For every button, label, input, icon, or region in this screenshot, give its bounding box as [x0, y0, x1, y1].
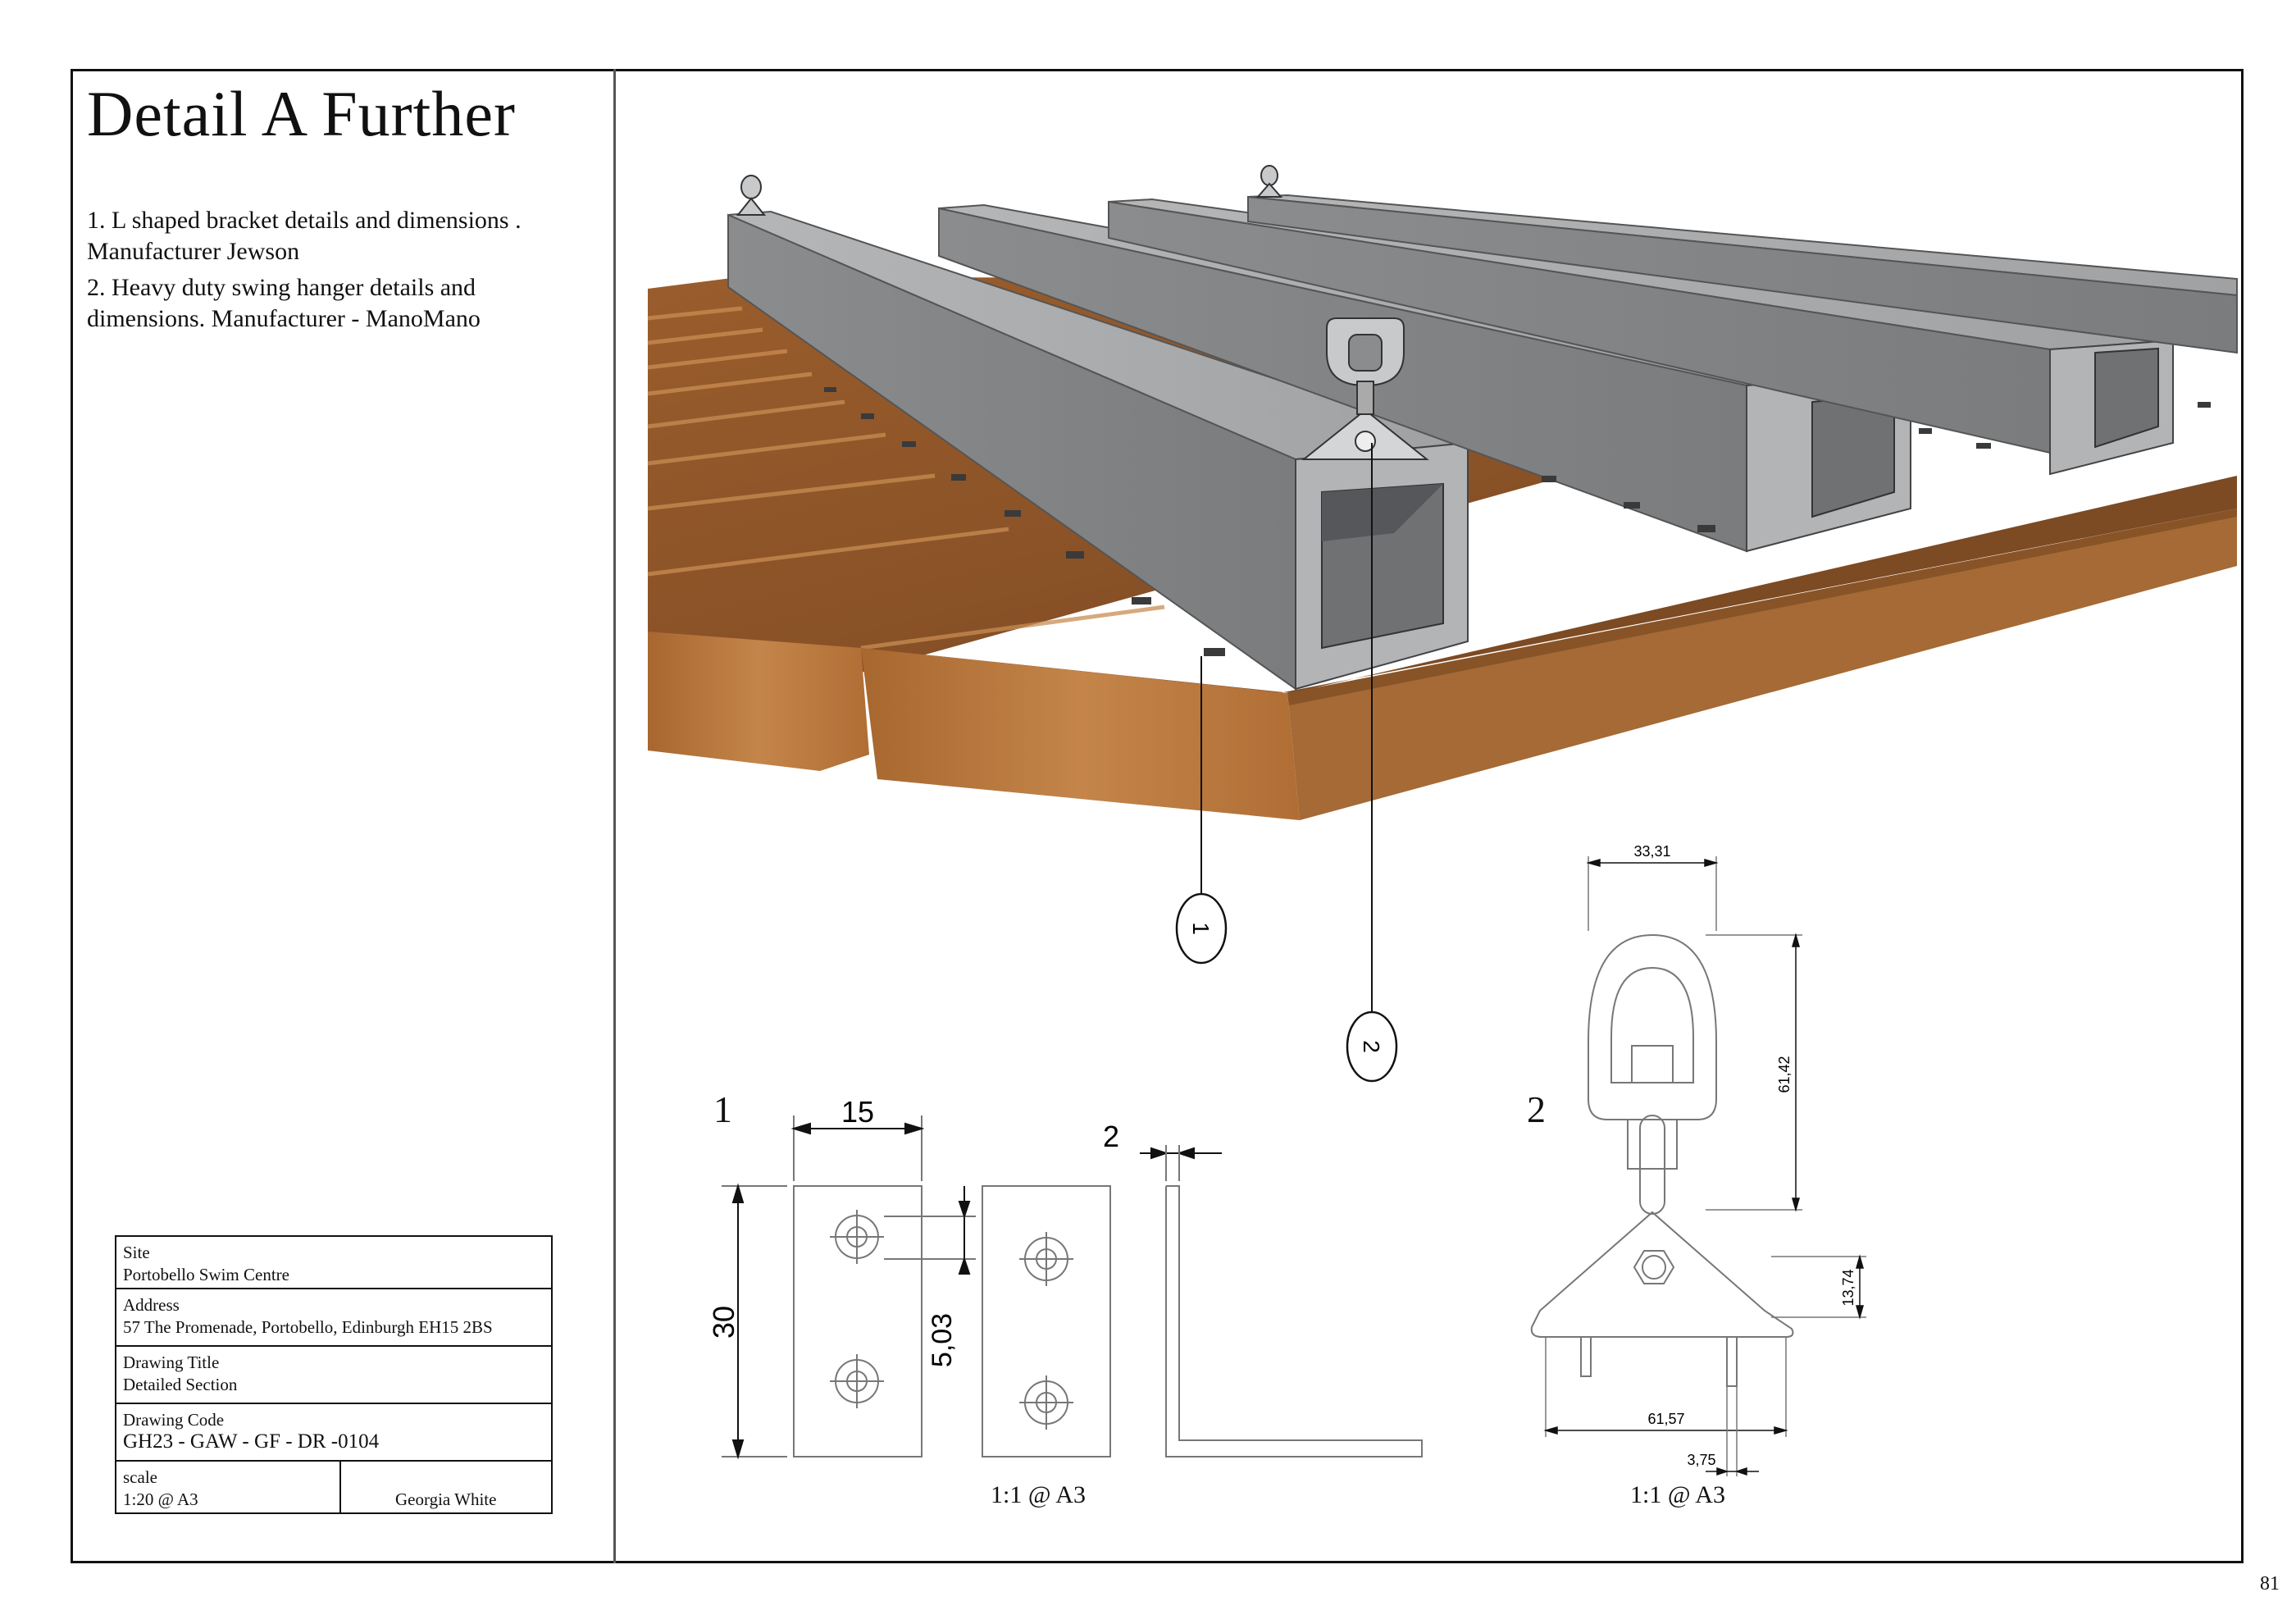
tb-scale-value: 1:20 @ A3 [123, 1489, 198, 1509]
figure1-dim-width: 15 [841, 1095, 874, 1129]
steel-beam-4 [1247, 194, 2238, 354]
page-number: 81 [2260, 1573, 2280, 1594]
callout-1: 1 [1175, 892, 1228, 965]
figure2-label: 2 [1527, 1088, 1546, 1130]
figure2-dim-height: 61,42 [1776, 1056, 1793, 1093]
figure2-dim-nut: 13,74 [1840, 1269, 1856, 1306]
drawing-sheet-border [71, 69, 2244, 1563]
tb-address-value: 57 The Promenade, Portobello, Edinburgh … [123, 1317, 493, 1337]
callout-leaders [1200, 443, 1373, 1014]
figure2-dim-pin: 3,75 [1687, 1452, 1715, 1468]
tb-drawing-title: Drawing Title Detailed Section [116, 1347, 551, 1404]
figure1-bracket-drawing [793, 1185, 1423, 1457]
tb-scale-label: scale [123, 1467, 157, 1487]
tb-site-value: Portobello Swim Centre [123, 1265, 289, 1284]
callout-1-label: 1 [1188, 922, 1214, 935]
figure1-dim-hole: 5,03 [927, 1313, 958, 1367]
figure2-dim-top: 33,31 [1633, 843, 1670, 860]
note-swing-hanger: 2. Heavy duty swing hanger details and d… [87, 274, 481, 332]
swing-hanger-small-2 [1255, 165, 1283, 198]
callout-2: 2 [1346, 1010, 1398, 1083]
tb-scale: scale 1:20 @ A3 [116, 1462, 551, 1512]
tb-address-label: Address [123, 1295, 180, 1315]
figure1-scale: 1:1 @ A3 [991, 1481, 1086, 1508]
tb-drawing-code-value: GH23 - GAW - GF - DR -0104 [123, 1430, 380, 1453]
tb-address: Address 57 The Promenade, Portobello, Ed… [116, 1289, 551, 1347]
tb-drawing-title-label: Drawing Title [123, 1353, 220, 1372]
tb-site: Site Portobello Swim Centre [116, 1237, 551, 1289]
callout-2-label: 2 [1359, 1040, 1384, 1053]
swing-hanger-main [1301, 317, 1429, 460]
figure2-scale: 1:1 @ A3 [1630, 1481, 1725, 1508]
swing-hanger-small-1 [736, 175, 767, 216]
tb-scale-divider [339, 1462, 341, 1514]
figure2-dim-base: 61,57 [1647, 1411, 1684, 1427]
figure2-hanger-drawing [1530, 933, 1794, 1387]
figure1-dim-height: 30 [707, 1306, 740, 1339]
steel-beam-1 [727, 210, 1469, 691]
figure1-dim-thickness: 2 [1103, 1120, 1119, 1153]
tb-site-label: Site [123, 1243, 150, 1262]
page-title: Detail A Further [87, 78, 516, 149]
tb-author: Georgia White [395, 1489, 497, 1509]
sheet-divider [613, 69, 616, 1563]
tb-drawing-title-value: Detailed Section [123, 1375, 238, 1394]
l-brackets-row [824, 387, 2211, 656]
tb-drawing-code-label: Drawing Code [123, 1410, 225, 1430]
note-bracket: 1. L shaped bracket details and dimensio… [87, 207, 522, 265]
tb-drawing-code: Drawing Code GH23 - GAW - GF - DR -0104 [116, 1404, 551, 1462]
figure2-dimensions [1543, 856, 1866, 1476]
title-block: Site Portobello Swim Centre Address 57 T… [115, 1235, 553, 1514]
figure1-label: 1 [713, 1088, 732, 1130]
figure1-dimensions [722, 1115, 1222, 1460]
